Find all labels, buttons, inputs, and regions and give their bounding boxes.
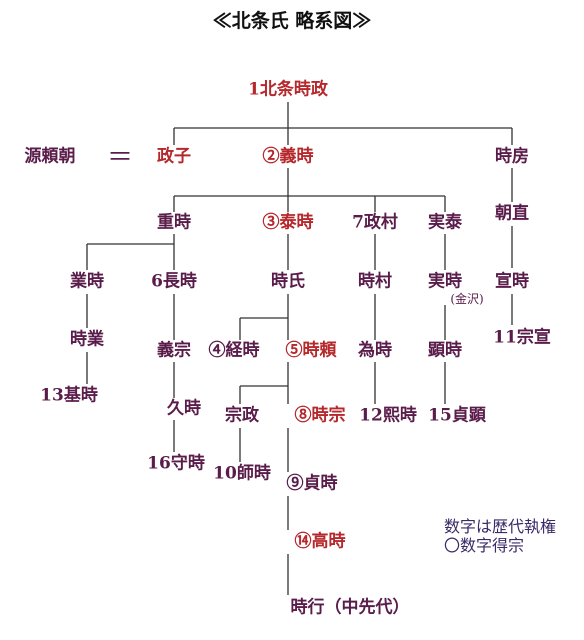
node-nagatoki: 6長時 xyxy=(151,271,197,292)
node-mototoki: 13基時 xyxy=(40,385,98,406)
node-naritoki: 業時 xyxy=(70,271,104,292)
node-hisatoki: 久時 xyxy=(167,398,201,419)
node-tokimune: ⑧時宗 xyxy=(294,405,346,426)
node-sadaaki: 15貞顕 xyxy=(428,405,486,426)
node-munemasa: 宗政 xyxy=(225,405,259,426)
node-akitoki: 顕時 xyxy=(428,340,462,361)
node-munenobu: 11宗宣 xyxy=(493,327,551,348)
node-tokinari: 時業 xyxy=(70,329,104,350)
node-shigetoki: 重時 xyxy=(157,212,191,233)
node-nobutoki: 宣時 xyxy=(495,271,529,292)
node-tokimasa: 1北条時政 xyxy=(248,79,328,100)
marriage-sign: ＝ xyxy=(106,143,134,173)
node-sadatoki: ⑨貞時 xyxy=(286,473,338,494)
node-tomonao: 朝直 xyxy=(495,203,529,224)
node-tametoki: 為時 xyxy=(358,340,392,361)
node-masamura: 7政村 xyxy=(352,212,398,233)
node-masako: 政子 xyxy=(157,146,191,167)
node-sanetoki-sr: 実泰 xyxy=(428,212,462,233)
legend: 数字は歴代執権 〇数字得宗 xyxy=(444,517,556,555)
node-yoshimune: 義宗 xyxy=(157,340,191,361)
node-sanetoki-jr: 実時 xyxy=(428,271,462,292)
node-tokimura: 時村 xyxy=(358,271,392,292)
node-tokifusa: 時房 xyxy=(495,146,529,167)
node-yoshitoki: ②義時 xyxy=(262,146,314,167)
node-yasutoki: ③泰時 xyxy=(262,212,314,233)
node-takatoki: ⑭高時 xyxy=(294,531,346,552)
kanazawa-note: (金沢) xyxy=(450,292,484,306)
diagram-title: ≪北条氏 略系図≫ xyxy=(212,10,372,32)
node-tsunetoki: ④経時 xyxy=(208,340,260,361)
node-yoritomo: 源頼朝 xyxy=(24,146,76,167)
legend-line-1: 数字は歴代執権 xyxy=(444,517,557,536)
node-tokiuji: 時氏 xyxy=(271,271,305,292)
node-moritoki: 16守時 xyxy=(147,453,205,474)
node-hirotoki: 12熙時 xyxy=(359,405,417,426)
node-tokiyuki: 時行（中先代） xyxy=(290,597,410,618)
node-morotoki: 10師時 xyxy=(213,463,271,484)
node-tokiyori: ⑤時頼 xyxy=(285,340,337,361)
legend-line-2: 〇数字得宗 xyxy=(444,536,525,556)
